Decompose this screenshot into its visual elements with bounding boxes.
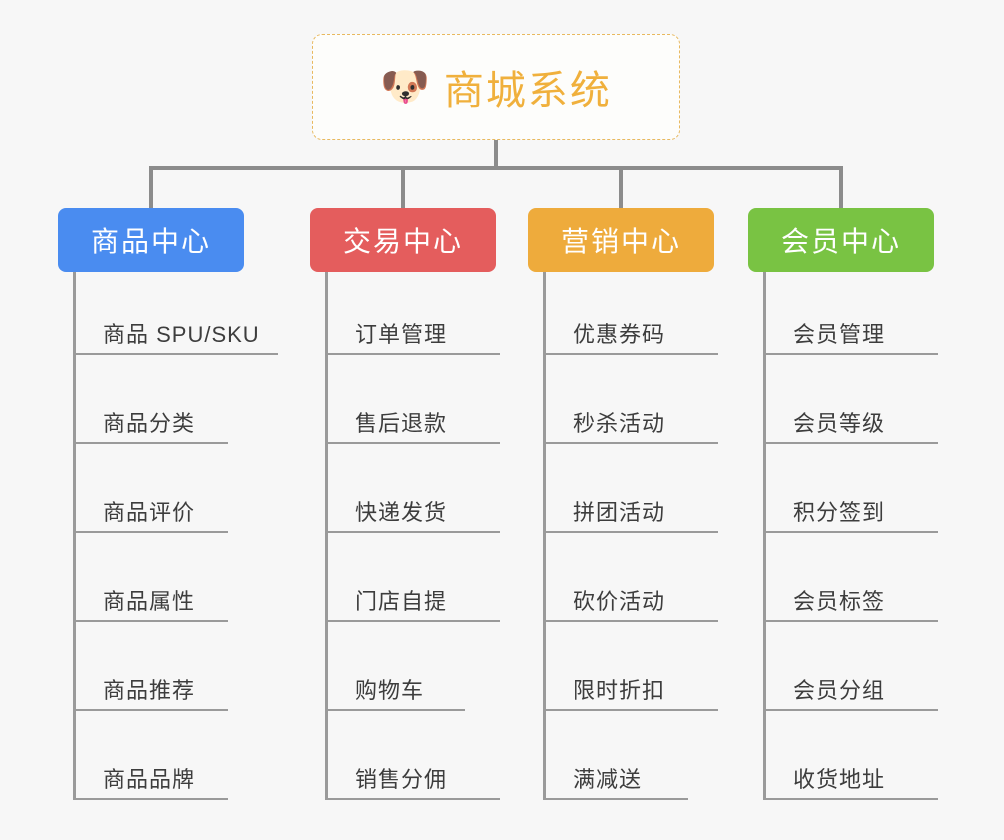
leaf-item-label: 购物车 (355, 678, 425, 703)
leaf-underline (763, 620, 938, 622)
spine-member-center (763, 272, 766, 800)
leaf-item-label: 砍价活动 (573, 589, 666, 614)
leaf-item-label: 限时折扣 (573, 678, 666, 703)
leaf-underline (73, 709, 228, 711)
leaf-underline (325, 709, 465, 711)
leaf-item-label: 会员标签 (793, 589, 886, 614)
drop-connector-product-center (149, 166, 153, 208)
category-header-marketing-center[interactable]: 营销中心 (528, 208, 714, 272)
leaf-underline (325, 798, 500, 800)
category-header-label: 商品中心 (90, 226, 211, 257)
drop-connector-trade-center (401, 166, 405, 208)
leaf-item-label: 拼团活动 (573, 500, 666, 525)
spine-marketing-center (543, 272, 546, 800)
leaf-underline (763, 531, 938, 533)
leaf-item-label: 会员等级 (793, 411, 886, 436)
leaf-underline (543, 353, 718, 355)
leaf-item-label: 门店自提 (355, 589, 448, 614)
leaf-item-label: 销售分佣 (355, 767, 448, 792)
spine-product-center (73, 272, 76, 800)
leaf-item-label: 秒杀活动 (573, 411, 666, 436)
leaf-underline (763, 798, 938, 800)
leaf-item-label: 商品品牌 (103, 767, 196, 792)
leaf-item-label: 商品属性 (103, 589, 196, 614)
leaf-underline (543, 620, 718, 622)
leaf-item-label: 优惠券码 (573, 322, 666, 347)
leaf-underline (325, 620, 500, 622)
horizontal-bus-connector (149, 166, 840, 170)
category-header-label: 会员中心 (780, 226, 901, 257)
root-node-title: 商城系统 (443, 69, 612, 113)
leaf-item-label: 满减送 (573, 767, 643, 792)
leaf-underline (543, 442, 718, 444)
leaf-item-label: 收货地址 (793, 767, 886, 792)
leaf-underline (325, 353, 500, 355)
leaf-underline (73, 353, 278, 355)
leaf-item-label: 积分签到 (793, 500, 886, 525)
leaf-underline (325, 442, 500, 444)
leaf-underline (763, 442, 938, 444)
drop-connector-member-center (839, 166, 843, 208)
leaf-underline (73, 442, 228, 444)
drop-connector-marketing-center (619, 166, 623, 208)
leaf-item-label: 商品 SPU/SKU (103, 322, 260, 347)
root-node-shop-system[interactable]: 🐶 商城系统 (312, 34, 680, 140)
category-header-trade-center[interactable]: 交易中心 (310, 208, 496, 272)
category-header-product-center[interactable]: 商品中心 (58, 208, 244, 272)
leaf-item-label: 会员管理 (793, 322, 886, 347)
leaf-underline (543, 531, 718, 533)
leaf-item-label: 订单管理 (355, 322, 448, 347)
leaf-underline (325, 531, 500, 533)
leaf-item-label: 会员分组 (793, 678, 886, 703)
leaf-underline (763, 709, 938, 711)
leaf-underline (73, 798, 228, 800)
category-header-member-center[interactable]: 会员中心 (748, 208, 934, 272)
category-header-label: 营销中心 (560, 226, 681, 257)
leaf-underline (73, 531, 228, 533)
leaf-item-label: 售后退款 (355, 411, 448, 436)
leaf-item-label: 商品分类 (103, 411, 196, 436)
leaf-item-label: 商品评价 (103, 500, 196, 525)
root-stem-connector (494, 140, 498, 168)
leaf-underline (763, 353, 938, 355)
shiba-dog-face-icon: 🐶 (380, 65, 430, 109)
spine-trade-center (325, 272, 328, 800)
leaf-underline (543, 798, 688, 800)
leaf-underline (73, 620, 228, 622)
leaf-underline (543, 709, 718, 711)
category-header-label: 交易中心 (342, 226, 463, 257)
leaf-item-label: 快递发货 (355, 500, 448, 525)
leaf-item-label: 商品推荐 (103, 678, 196, 703)
